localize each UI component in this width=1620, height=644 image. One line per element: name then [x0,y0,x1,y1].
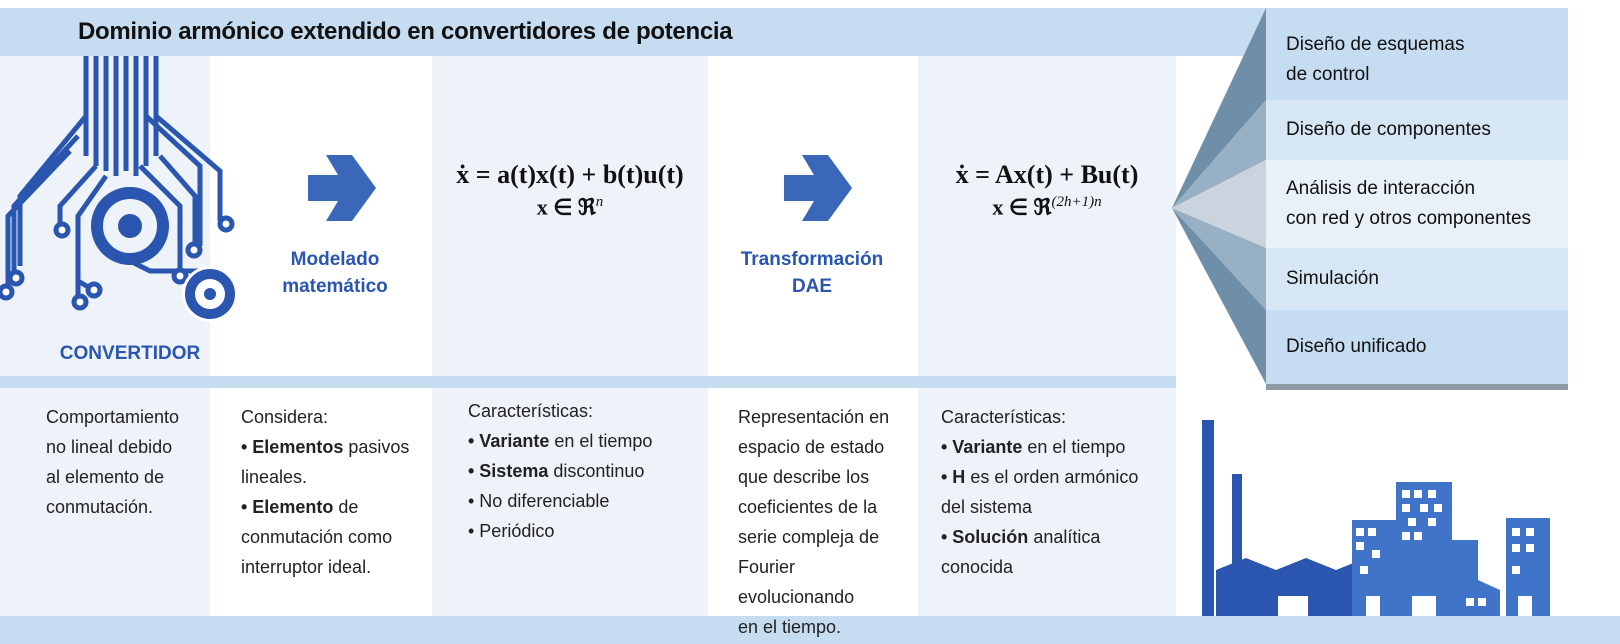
application-item: Análisis de interacción con red y otros … [1266,160,1568,248]
desc-line: conmutación como [241,527,393,547]
application-item: Simulación [1266,248,1568,310]
application-item: Diseño unificado [1266,310,1568,384]
desc-line: • Variante en el tiempo [468,426,704,456]
desc-bold: • Elemento [241,497,334,517]
desc-bold: • Variante [941,437,1023,457]
equation2-line1: ẋ = Ax(t) + Bu(t) [955,160,1139,189]
application-line: Diseño de componentes [1286,119,1491,140]
desc-modeling: Considera: • Elementos pasivos lineales.… [241,402,431,582]
desc5-bg [918,388,1176,616]
desc-bold: • Solución [941,527,1029,547]
page-title: Dominio armónico extendido en convertido… [78,18,733,45]
bottom-bar [0,616,1620,644]
modeling-label-line2: matemático [282,276,388,297]
desc-line: lineales. [241,467,308,487]
converter-label: CONVERTIDOR [59,343,201,364]
desc-line: serie compleja de [738,527,880,547]
desc-bold: • Elementos [241,437,344,457]
desc-line: Comportamiento [46,407,180,427]
fan-connector [1172,8,1266,384]
desc-line: • Variante en el tiempo [941,432,1173,462]
equation2-column [918,56,1176,376]
equation1-column [432,56,708,376]
title-bar [0,8,1266,56]
desc-converter: Comportamiento no lineal debido al eleme… [46,402,206,522]
desc-line: • Solución analítica conocida [941,522,1173,582]
equation2-line2: x ∈ ℜ(2h+1)n [918,194,1176,220]
desc-text: analítica conocida [941,527,1101,577]
application-item: Diseño de esquemas de control [1266,8,1568,100]
equation2: ẋ = Ax(t) + Bu(t) x ∈ ℜ(2h+1)n [918,160,1176,220]
transformation-label-line2: DAE [791,276,833,297]
application-line: Análisis de interacción [1286,178,1476,199]
application-list-shadow [1266,384,1568,390]
desc-line: del sistema [941,497,1033,517]
application-item: Diseño de componentes [1266,100,1568,160]
desc1-bg [0,388,210,616]
desc-bold: • Sistema [468,461,549,481]
desc2-bg [210,388,432,616]
desc-line: • Periódico [468,521,555,541]
application-line: Diseño unificado [1286,336,1427,357]
transformation-label: Transformación DAE [712,246,912,300]
desc-line: conmutación. [46,497,154,517]
desc-line: Características: [468,401,594,421]
desc4-bg [708,388,918,616]
desc-line: • No diferenciable [468,491,610,511]
equation2-domain: x ∈ ℜ [992,194,1052,220]
desc-line: espacio de estado [738,437,885,457]
modeling-column [210,56,432,376]
desc-line: no lineal debido [46,437,173,457]
application-line: de control [1286,64,1370,85]
desc-transformation: Representación en espacio de estado que … [738,402,914,642]
equation1: ẋ = a(t)x(t) + b(t)u(t) x ∈ ℜn [432,160,708,220]
equation2-exponent: (2h+1)n [1051,194,1102,210]
desc-line: que describe los [738,467,870,487]
equation1-exponent: n [595,194,604,210]
separator-bar [0,376,1176,388]
circuit-converter-icon [0,56,238,322]
desc-text: en el tiempo [1022,437,1126,457]
desc-line: en el tiempo. [738,617,842,637]
application-line: con red y otros componentes [1286,208,1532,229]
application-line: Simulación [1286,268,1379,289]
equation1-domain: x ∈ ℜ [536,194,596,220]
desc-line: Representación en [738,407,890,427]
desc-text: de [333,497,359,517]
modeling-label: Modelado matemático [240,246,430,300]
equation1-line1: ẋ = a(t)x(t) + b(t)u(t) [456,160,684,189]
desc-line: al elemento de [46,467,165,487]
arrow-right-icon [308,155,376,221]
desc-line: Características: [941,407,1067,427]
desc-text: es el orden armónico [965,467,1139,487]
desc-line: interruptor ideal. [241,557,372,577]
transformation-label-line1: Transformación [740,249,884,270]
desc-bold: • Variante [468,431,550,451]
desc-line: • H es el orden armónico [941,462,1173,492]
desc-text: pasivos [343,437,410,457]
desc-bold: • H [941,467,966,487]
desc-line: coeficientes de la [738,497,878,517]
desc-line: Fourier evolucionando [738,557,855,607]
application-line: Diseño de esquemas [1286,34,1465,55]
desc-text: en el tiempo [549,431,653,451]
desc-line: Considera: [241,407,329,427]
factory-city-icon [1202,420,1550,616]
desc-line: • Elemento de [241,492,431,522]
equation1-line2: x ∈ ℜn [432,194,708,220]
desc-line: • Sistema discontinuo [468,456,704,486]
modeling-label-line1: Modelado [290,249,380,270]
application-list: Diseño de esquemas de control Diseño de … [1266,8,1568,384]
desc-text: discontinuo [548,461,645,481]
arrow-right-icon [784,155,852,221]
desc-equation2: Características: • Variante en el tiempo… [941,402,1173,582]
desc-equation1: Características: • Variante en el tiempo… [468,396,704,546]
desc-line: • Elementos pasivos [241,432,431,462]
desc3-bg [432,388,708,616]
